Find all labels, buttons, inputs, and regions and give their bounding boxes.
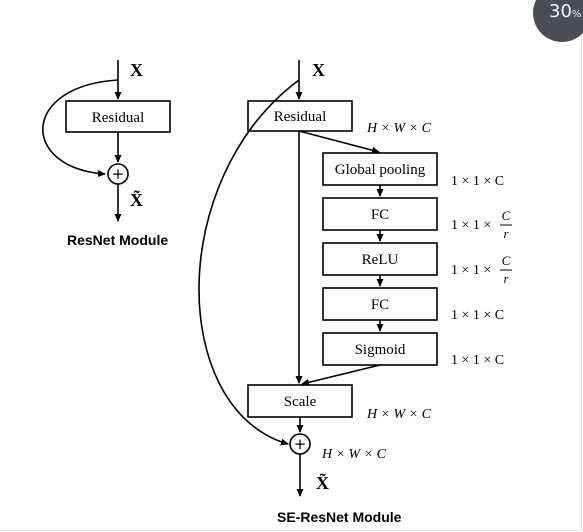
zoom-badge-unit: %: [571, 9, 582, 20]
resnet-skip-connection: [42, 79, 119, 177]
se-fc2-label: FC: [371, 297, 389, 313]
resnet-module: X Residual + X̃ ResNet Module: [42, 60, 171, 248]
se-relu-dim-numerator: C: [502, 253, 511, 268]
se-fc2-dim: 1 × 1 × C: [451, 308, 504, 323]
resnet-module-label: ResNet Module: [67, 232, 168, 248]
se-fc2-box: [322, 287, 438, 321]
se-global-pooling-dim: 1 × 1 × C: [451, 174, 504, 189]
se-add-dim: H × W × C: [321, 447, 387, 462]
se-fc1-dim-numerator: C: [502, 208, 511, 223]
se-residual-dim: H × W × C: [366, 121, 432, 136]
resnet-output-label: X̃: [130, 190, 143, 210]
resnet-residual-box: [65, 100, 171, 133]
se-scale-dim: H × W × C: [366, 407, 432, 422]
resnet-input-label: X: [130, 60, 143, 80]
se-residual-label: Residual: [274, 109, 327, 125]
se-branch-arrow: [298, 130, 380, 154]
se-global-pooling-label: Global pooling: [335, 162, 426, 178]
se-fc1-label: FC: [371, 207, 389, 223]
resnet-residual-label: Residual: [92, 110, 145, 126]
se-resnet-module: X Residual H × W × C Global pooling 1 × …: [198, 60, 512, 525]
se-relu-label: ReLU: [362, 252, 399, 268]
se-skip-connection: [198, 79, 300, 446]
se-input-label: X: [312, 60, 325, 80]
se-residual-box: [247, 100, 353, 132]
se-fc1-dim-denominator: r: [503, 226, 509, 241]
se-output-label: X̃: [316, 473, 329, 493]
se-relu-box: [322, 242, 438, 276]
se-scale-box: [247, 384, 353, 418]
resnet-add-symbol: +: [112, 165, 125, 183]
zoom-badge-value: 30: [549, 1, 572, 22]
se-fc1-dim: 1 × 1 ×: [451, 218, 491, 233]
se-sigmoid-to-scale-arrow: [301, 364, 381, 386]
se-relu-dim: 1 × 1 ×: [451, 263, 491, 278]
se-resnet-module-label: SE-ResNet Module: [277, 509, 402, 525]
se-sigmoid-dim: 1 × 1 × C: [451, 353, 504, 368]
se-add-symbol: +: [294, 435, 307, 453]
se-relu-dim-denominator: r: [503, 271, 509, 286]
se-global-pooling-box: [322, 152, 438, 186]
se-scale-label: Scale: [284, 394, 317, 410]
se-sigmoid-label: Sigmoid: [355, 342, 406, 358]
